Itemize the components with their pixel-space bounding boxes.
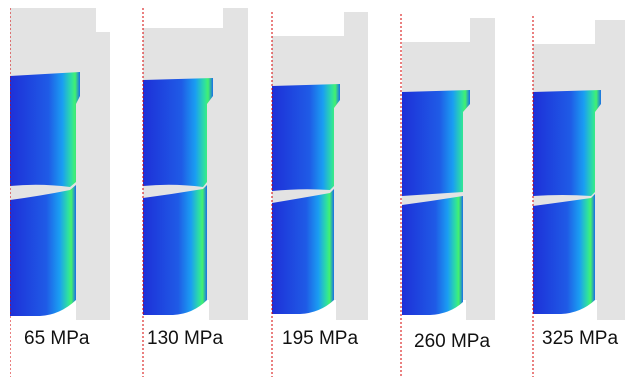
- panel-130-mpa: 130 MPa: [141, 0, 269, 377]
- specimen-drawing: [142, 8, 248, 377]
- specimen-drawing: [9, 8, 110, 377]
- panel-65-mpa: 65 MPa: [9, 0, 138, 377]
- lower-specimen-half: [10, 185, 76, 316]
- stress-label: 65 MPa: [22, 327, 92, 351]
- lower-specimen-half: [402, 196, 463, 315]
- upper-specimen-half: [533, 90, 601, 196]
- upper-specimen-half: [143, 78, 213, 187]
- upper-specimen-half: [272, 84, 340, 191]
- specimen-drawing: [271, 12, 368, 377]
- panel-260-mpa: 260 MPa: [400, 0, 528, 377]
- stress-label: 195 MPa: [280, 327, 361, 351]
- panel-325-mpa: 325 MPa: [531, 0, 638, 377]
- lower-specimen-half: [533, 194, 595, 314]
- stress-label: 260 MPa: [412, 330, 493, 354]
- upper-specimen-half: [10, 72, 80, 187]
- specimen-drawing: [400, 14, 495, 377]
- panel-195-mpa: 195 MPa: [270, 0, 398, 377]
- specimen-drawing: [532, 16, 625, 377]
- lower-specimen-half: [272, 189, 334, 314]
- lower-specimen-half: [143, 185, 207, 315]
- upper-specimen-half: [402, 90, 470, 196]
- stress-label: 130 MPa: [145, 327, 226, 351]
- stress-label: 325 MPa: [540, 327, 621, 351]
